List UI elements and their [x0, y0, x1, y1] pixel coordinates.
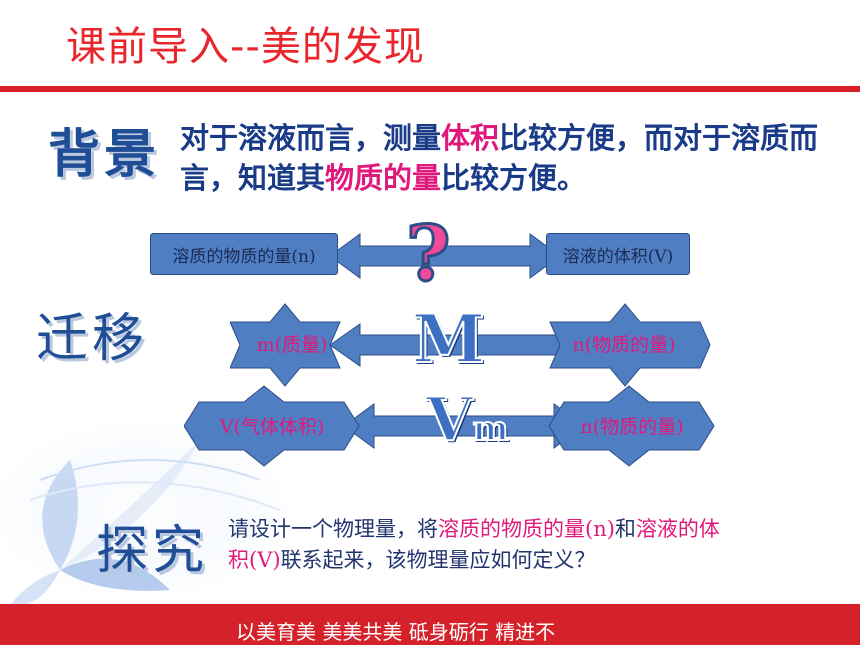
row3-left-label: V(气体体积): [219, 416, 325, 438]
background-text-part1: 对于溶液而言，测量: [180, 121, 442, 155]
highlight-solute-amount: 溶质的物质的量(n): [438, 517, 615, 541]
migrate-label: 迁移: [36, 309, 149, 369]
row3-shapes: [184, 385, 715, 467]
row2-left-label: m(质量): [256, 334, 328, 356]
slide-title: 课前导入--美的发现: [66, 24, 425, 70]
row1-left-box: 溶质的物质的量(n): [150, 233, 338, 275]
explore-text-part1: 请设计一个物理量，将: [228, 517, 438, 541]
explore-text-part2: 和: [614, 517, 636, 541]
footer-motto: 以美育美 美美共美 砥身砺行 精进不: [236, 620, 556, 644]
background-label: 背景: [48, 124, 161, 185]
background-text: 对于溶液而言，测量体积比较方便，而对于溶质而言，知道其物质的量比较方便。: [180, 118, 820, 198]
molar-volume-symbol: Vm: [425, 385, 510, 455]
row1-double-arrow: [330, 233, 560, 279]
molar-volume-symbol-main: V: [425, 385, 474, 455]
highlight-volume: 体积: [441, 121, 500, 155]
explore-text: 请设计一个物理量，将溶质的物质的量(n)和溶液的体积(V)联系起来，该物理量应如…: [228, 514, 728, 576]
highlight-solution-volume: 溶液的体积(V): [228, 517, 720, 572]
molar-volume-symbol-sub: m: [472, 408, 510, 450]
footer-bar: [0, 604, 860, 645]
row3-right-label: n(物质的量): [580, 416, 684, 438]
row2-right-label: n(物质的量): [572, 334, 676, 356]
pinwheel-decoration: [0, 420, 290, 606]
explore-text-part3: 联系起来，该物理量应如何定义？: [280, 548, 596, 572]
molar-mass-symbol: M: [411, 300, 486, 378]
title-divider: [0, 86, 860, 92]
question-mark-icon: ?: [405, 209, 453, 298]
highlight-amount: 物质的量: [325, 161, 442, 195]
row2-shapes: [230, 303, 711, 387]
row1-right-box: 溶液的体积(V): [546, 233, 690, 275]
background-text-part3: 比较方便。: [441, 161, 587, 195]
background-text-part2: 比较方便，而对于溶质而言，知道其: [180, 121, 819, 195]
explore-label: 探究: [96, 521, 209, 581]
